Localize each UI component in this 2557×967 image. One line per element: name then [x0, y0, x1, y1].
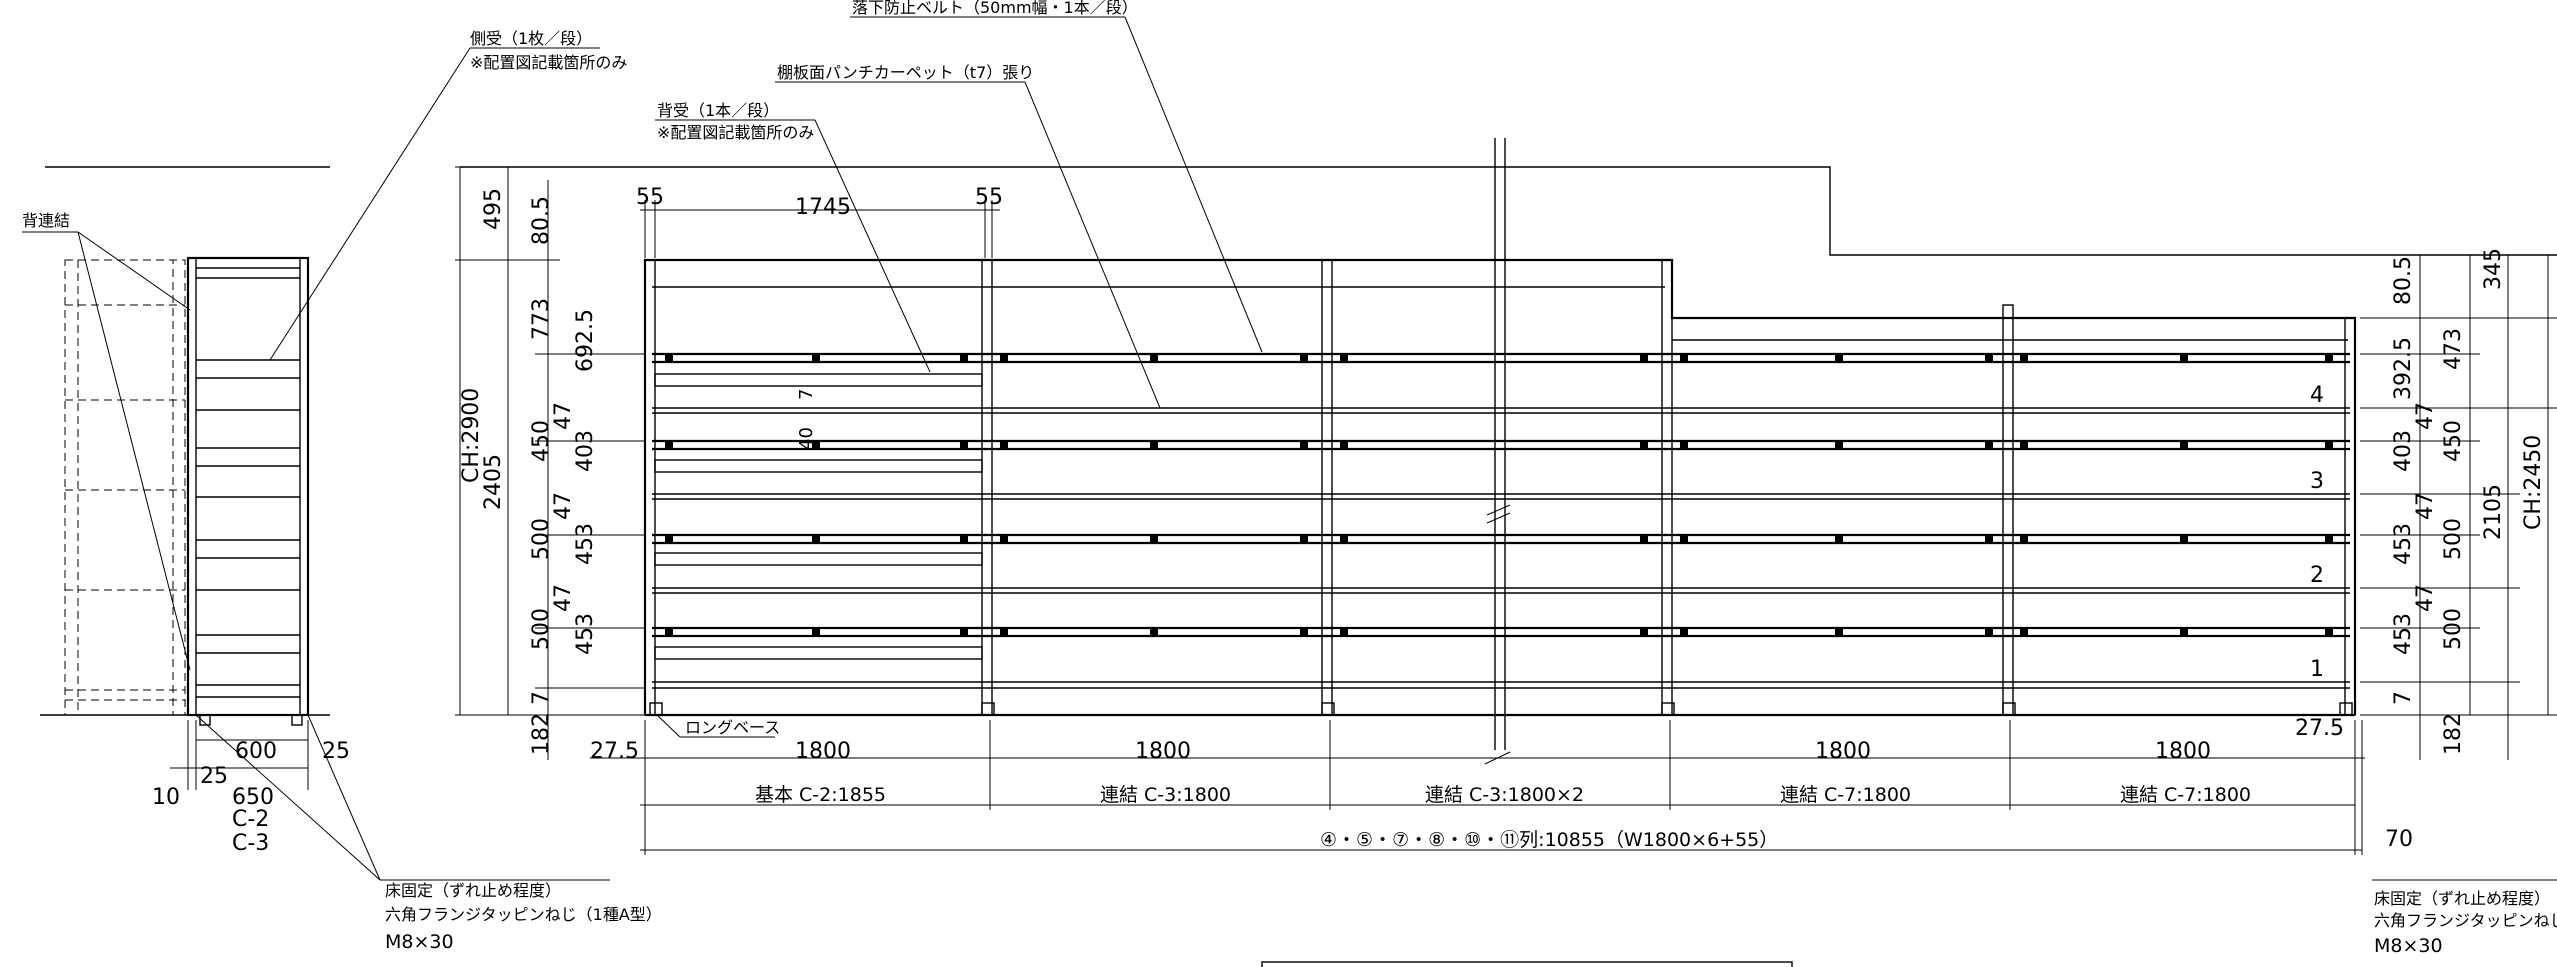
- dim-692-5: 692.5: [573, 309, 598, 372]
- dim-403: 403: [573, 430, 598, 472]
- side-model-c2: C-2: [232, 807, 269, 832]
- dim-47-a: 47: [551, 402, 576, 430]
- shelf-number-4: 4: [2310, 383, 2324, 408]
- r-dim-182: 182: [2441, 713, 2466, 755]
- side-receiver-note: ※配置図記載箇所のみ: [470, 53, 627, 72]
- r-dim-450: 450: [2441, 420, 2466, 462]
- dim-182: 182: [529, 713, 554, 755]
- title-box-edge: [1261, 961, 1793, 967]
- dim-7-inner: 7: [796, 389, 817, 400]
- r-dim-453-a: 453: [2391, 523, 2416, 565]
- screw-size-label: M8×30: [385, 931, 454, 953]
- dim-453-a: 453: [573, 523, 598, 565]
- dim-2405: 2405: [481, 454, 506, 510]
- dim-70: 70: [2385, 827, 2413, 852]
- dim-27-5-right: 27.5: [2295, 716, 2344, 741]
- dim-450: 450: [529, 420, 554, 462]
- front-view: 4 3 2 1 55 1745 55 CH:2900 495 2405 80.5…: [455, 0, 2557, 855]
- r-dim-473: 473: [2441, 328, 2466, 370]
- dim-47-b: 47: [551, 492, 576, 520]
- r-dim-500-b: 500: [2441, 608, 2466, 650]
- dim-27-5-left: 27.5: [590, 739, 639, 764]
- dim-453-b: 453: [573, 613, 598, 655]
- r-dim-80-5: 80.5: [2391, 256, 2416, 305]
- dim-80-5: 80.5: [529, 196, 554, 245]
- side-dim-25-right: 25: [322, 739, 350, 764]
- screw-size-label-right: M8×30: [2374, 935, 2443, 957]
- unit-label-3: 連結 C-3:1800×2: [1425, 784, 1584, 806]
- dim-47-c: 47: [551, 584, 576, 612]
- floor-fix-label: 床固定（ずれ止め程度）: [385, 881, 561, 900]
- carpet-label: 棚板面パンチカーペット（t7）張り: [777, 63, 1034, 82]
- total-width-label: ④・⑤・⑦・⑧・⑩・⑪列:10855（W1800×6+55）: [1320, 829, 1778, 851]
- side-dim-10: 10: [152, 785, 180, 810]
- unit-label-1: 基本 C-2:1855: [755, 784, 886, 806]
- dim-40: 40: [796, 427, 817, 450]
- r-dim-392-5: 392.5: [2391, 337, 2416, 400]
- shelf-number-2: 2: [2310, 563, 2324, 588]
- r-dim-47-a: 47: [2413, 402, 2438, 430]
- shelves: [652, 352, 2350, 689]
- r-dim-500-a: 500: [2441, 518, 2466, 560]
- r-dim-2105: 2105: [2481, 484, 2506, 540]
- dim-1800-5: 1800: [2155, 739, 2211, 764]
- dim-1800-2: 1800: [1135, 739, 1191, 764]
- fall-belt-label: 落下防止ベルト（50mm幅・1本／段）: [852, 0, 1138, 17]
- dim-1800-4: 1800: [1815, 739, 1871, 764]
- dim-495: 495: [481, 188, 506, 230]
- r-dim-ch2450: CH:2450: [2521, 435, 2546, 530]
- dim-500-a: 500: [529, 518, 554, 560]
- side-dim-650: 650: [232, 785, 274, 810]
- side-dim-600: 600: [235, 739, 277, 764]
- back-connect-label: 背連結: [22, 211, 70, 230]
- dim-top-1745: 1745: [795, 195, 851, 220]
- side-dim-25-left: 25: [200, 764, 228, 789]
- unit-label-2: 連結 C-3:1800: [1100, 784, 1231, 806]
- r-dim-345: 345: [2481, 248, 2506, 290]
- long-base-label: ロングベース: [685, 718, 780, 737]
- unit-label-5: 連結 C-7:1800: [2120, 784, 2251, 806]
- shelf-number-3: 3: [2310, 469, 2324, 494]
- right-dims: 80.5 345 392.5 473 47 403 450 2105 47 45…: [2360, 248, 2557, 957]
- r-dim-403: 403: [2391, 430, 2416, 472]
- r-dim-47-b: 47: [2413, 492, 2438, 520]
- unit-label-4: 連結 C-7:1800: [1780, 784, 1911, 806]
- floor-fix-label-right: 床固定（ずれ止め程度）: [2374, 889, 2550, 908]
- dim-500-b: 500: [529, 608, 554, 650]
- dim-ch2900: CH:2900: [459, 388, 484, 483]
- screw-label-right: 六角フランジタッピンねじ（: [2374, 911, 2557, 930]
- side-view: 600 25 25 10 650 C-2 C-3 背連結 側受（1枚／段） ※配…: [22, 29, 662, 953]
- dim-1800-1: 1800: [795, 739, 851, 764]
- r-dim-47-c: 47: [2413, 584, 2438, 612]
- side-receiver-label: 側受（1枚／段）: [470, 29, 592, 48]
- belt-clips: [665, 353, 2333, 637]
- dim-top-55-left: 55: [636, 185, 664, 210]
- dim-7-bottom: 7: [529, 691, 554, 705]
- dim-773: 773: [529, 298, 554, 340]
- r-dim-453-b: 453: [2391, 613, 2416, 655]
- r-dim-7: 7: [2391, 691, 2416, 705]
- back-receiver-note: ※配置図記載箇所のみ: [657, 123, 814, 142]
- screw-label: 六角フランジタッピンねじ（1種A型）: [385, 905, 662, 924]
- side-model-c3: C-3: [232, 831, 269, 856]
- dim-top-55-right: 55: [975, 185, 1003, 210]
- shelf-number-1: 1: [2310, 657, 2324, 682]
- back-receiver-label: 背受（1本／段）: [657, 101, 779, 120]
